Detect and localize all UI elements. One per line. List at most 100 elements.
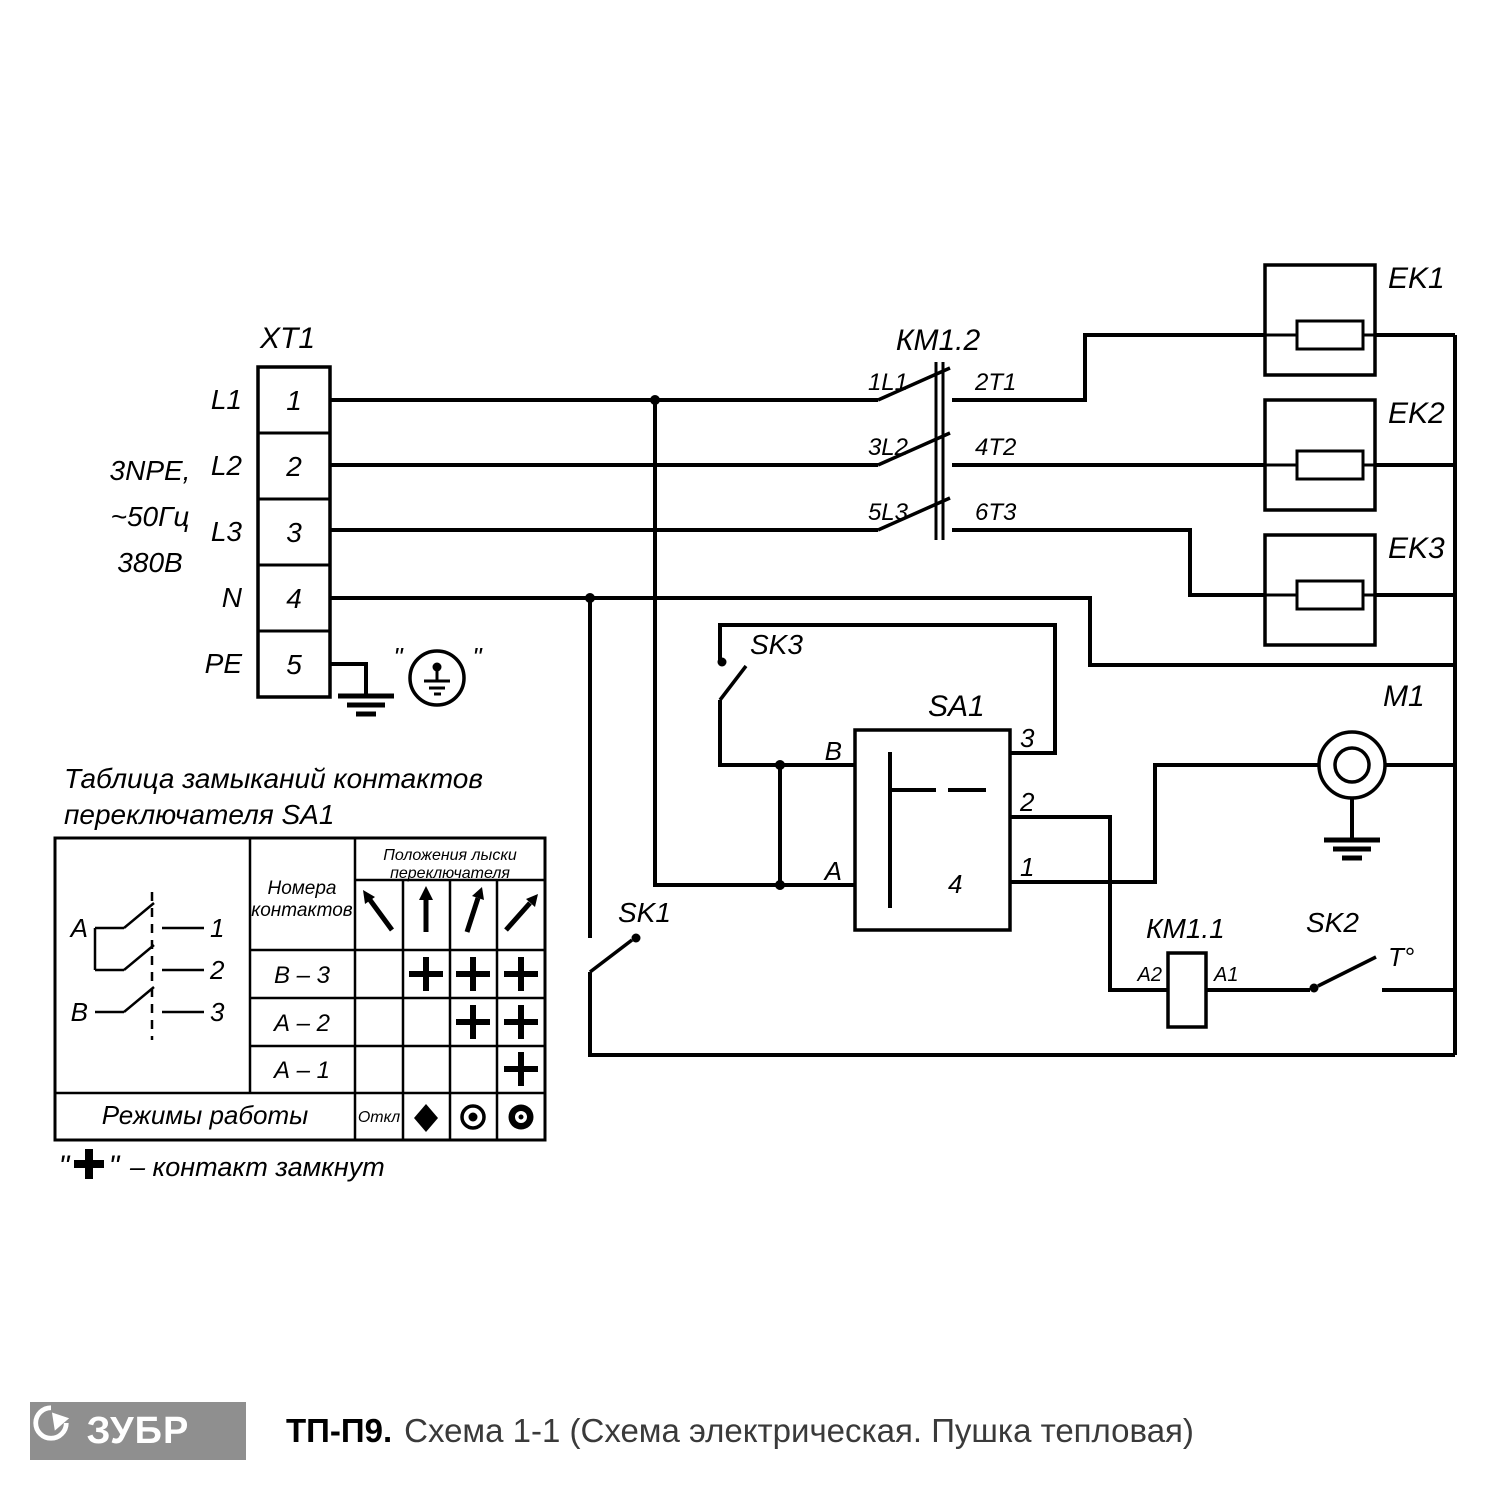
km11-terminal-a2: А2 xyxy=(1137,964,1162,986)
ground-pe xyxy=(330,662,394,717)
label-ek2: EK2 xyxy=(1388,397,1445,430)
diagram-label-1: 1 xyxy=(210,913,224,943)
km12-pole1-in: 1L1 xyxy=(868,369,908,396)
m1-outer-circle xyxy=(1317,730,1387,800)
mode-icon-half-heat xyxy=(460,1104,486,1130)
mode-icon-full-heat xyxy=(508,1104,534,1130)
sa1-terminal-3: 3 xyxy=(1020,723,1035,753)
closure-mark-pos4-a1 xyxy=(504,1052,538,1086)
supply-line-1: 3NPE, xyxy=(110,455,191,486)
pe-ground-stem xyxy=(330,662,368,696)
label-sk3: SK3 xyxy=(750,629,803,660)
supply-line-3: 380В xyxy=(117,547,182,578)
half-heat-ring xyxy=(460,1104,486,1130)
closure-table: Таблица замыканий контактов переключател… xyxy=(53,763,547,1183)
km11-terminal-a1: А1 xyxy=(1213,964,1238,986)
sk3-loop xyxy=(718,623,1057,885)
sa1-terminal-2: 2 xyxy=(1019,787,1035,817)
closure-mark-pos4-b3 xyxy=(504,957,538,991)
note-text: – контакт замкнут xyxy=(129,1152,385,1182)
label-m1: М1 xyxy=(1383,680,1425,713)
km11-body xyxy=(1166,951,1208,1029)
half-heat-core xyxy=(468,1112,478,1122)
pointer-line xyxy=(367,898,395,932)
header-contacts-line2: контактов xyxy=(251,900,353,921)
km12-pole2-in: 3L2 xyxy=(868,434,908,461)
switch-sk3: SK3 xyxy=(717,629,803,702)
pe-ground-icon xyxy=(338,693,394,717)
sa1-inner-symbol xyxy=(888,752,986,908)
contact-stubs xyxy=(93,926,204,1014)
note-quote-close: " xyxy=(109,1150,121,1183)
selector-sa1: SA1 В А 3 2 1 4 xyxy=(823,690,1035,932)
position-pointer-2 xyxy=(419,886,433,932)
ek2-resistor xyxy=(1295,449,1365,481)
heater-ek2: EK2 xyxy=(1263,397,1445,512)
sa1-terminal-1: 1 xyxy=(1020,852,1034,882)
diagram-label-a: А xyxy=(69,913,88,943)
km12-pole1-out: 2T1 xyxy=(974,369,1016,396)
zubr-logo-icon xyxy=(33,1405,70,1441)
sk1-blade xyxy=(588,938,634,974)
drawing-title: Схема 1-1 (Схема электрическая. Пушка те… xyxy=(404,1412,1194,1449)
ground-badge-quote-left: " xyxy=(393,642,404,672)
m1-ground-icon xyxy=(1324,837,1380,861)
closure-mark-pos2-b3 xyxy=(409,957,443,991)
note-quote-open: " xyxy=(59,1150,71,1183)
motor-m1: М1 xyxy=(1317,680,1425,861)
note-plus-icon xyxy=(74,1149,104,1179)
header-positions-line1: Положения лыски xyxy=(383,847,517,864)
contactor-km12: КМ1.2 1L1 2T1 3L2 4T2 5L3 6T3 xyxy=(868,324,1017,540)
table-grid xyxy=(55,838,545,1140)
m1-inner-circle xyxy=(1333,746,1371,784)
supply-line-2: ~50Гц xyxy=(111,501,190,532)
sk2-contact-dot xyxy=(1309,983,1319,993)
contact-blades xyxy=(123,902,155,1013)
diagram-label-2: 2 xyxy=(209,955,225,985)
closure-mark-pos4-a2 xyxy=(504,1005,538,1039)
ground-badge: " " xyxy=(393,642,483,707)
sa1-terminal-4: 4 xyxy=(948,869,962,899)
heater-right-leads xyxy=(1375,333,1455,597)
closure-mark-pos3-a2 xyxy=(456,1005,490,1039)
mode-icon-fan xyxy=(414,1104,438,1132)
sk1-contact-dot xyxy=(631,933,641,943)
header-contacts-line1: Номера xyxy=(267,878,336,899)
pointer-tip xyxy=(419,886,433,900)
km12-linkage xyxy=(934,362,945,540)
sa1-contact-diagram: А 1 2 В 3 xyxy=(69,892,225,1040)
ground-badge-circle xyxy=(408,649,466,707)
zubr-logo: ЗУБР xyxy=(30,1402,246,1460)
xt1-dividers xyxy=(258,431,330,633)
label-ek3: EK3 xyxy=(1388,532,1445,565)
row-label-a1: А – 1 xyxy=(272,1057,330,1084)
fan-mode-icon xyxy=(414,1104,438,1132)
ground-badge-icon xyxy=(424,667,450,696)
sk2-blade xyxy=(1317,955,1377,988)
power-wiring xyxy=(330,333,1457,1055)
sk3-contact-dot xyxy=(717,657,727,667)
line-label-l2: L2 xyxy=(211,450,243,481)
label-km11: КМ1.1 xyxy=(1146,913,1225,944)
phase-tap-to-sa1-a xyxy=(653,400,855,887)
closure-mark-pos3-b3 xyxy=(456,957,490,991)
heater-ek3: EK3 xyxy=(1263,532,1445,647)
sk1-branch-bottom-rail xyxy=(588,598,1455,1057)
note-contact-closed: " " – контакт замкнут xyxy=(59,1149,385,1183)
label-sk2: SK2 xyxy=(1306,907,1359,938)
xt1-cell-2: 2 xyxy=(285,451,302,482)
pointer-tip xyxy=(526,894,538,907)
wire-l1 xyxy=(330,333,1265,402)
sk3-blade xyxy=(718,664,748,702)
label-km12: КМ1.2 xyxy=(896,324,981,357)
sa1-out1-to-motor xyxy=(1010,763,1319,884)
line-label-l3: L3 xyxy=(211,516,243,547)
terminal-block-xt1: ХТ1 1 2 3 4 5 L1 L2 L3 N PE xyxy=(205,322,332,699)
pointer-tip xyxy=(472,887,484,900)
pointer-line xyxy=(504,901,532,932)
pointer-line xyxy=(464,897,481,933)
km12-pole3-in: 5L3 xyxy=(868,499,909,526)
heater-ek1: EK1 xyxy=(1263,262,1445,377)
table-title-line2: переключателя SA1 xyxy=(64,799,334,830)
